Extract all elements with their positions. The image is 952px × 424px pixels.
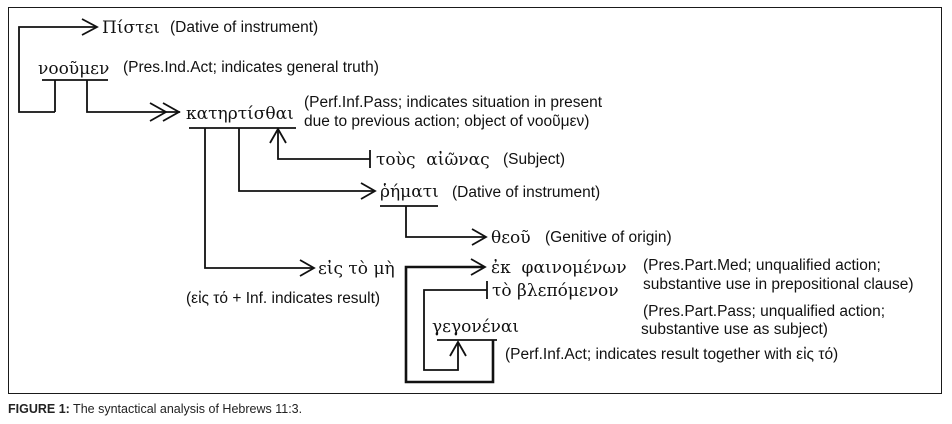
note-nooumen: (Pres.Ind.Act; indicates general truth) — [123, 59, 379, 76]
figure-caption: FIGURE 1: The syntactical analysis of He… — [8, 402, 302, 416]
arrowhead-theou — [471, 228, 488, 246]
word-eis-to-me: εἰς τὸ μὴ — [318, 259, 395, 279]
note-katertisthai-line2: due to previous action; object of νοοῦμε… — [304, 113, 589, 130]
connector-subject — [277, 129, 370, 160]
note-to-blepomenon-line2: substantive use as subject) — [641, 321, 828, 338]
word-ek-phainomenon: ἐκ φαινομένων — [491, 258, 627, 278]
note-tous-aionas: (Subject) — [503, 151, 565, 168]
arrowhead-ek-phainomenon — [470, 258, 487, 276]
arrowhead-rhemati — [360, 182, 377, 200]
caption-text: The syntactical analysis of Hebrews 11:3… — [69, 402, 303, 416]
note-rhemati: (Dative of instrument) — [452, 184, 600, 201]
arrowhead-up-gegonenai — [449, 340, 467, 357]
word-rhemati: ῥήματι — [380, 182, 439, 202]
double-arrowhead-katertisthai — [149, 102, 181, 122]
connector-theou — [405, 206, 485, 238]
diagram-frame — [8, 7, 942, 394]
arrowhead-eis-to-me — [299, 259, 316, 277]
word-gegonenai: γεγονέναι — [432, 317, 519, 337]
note-ek-phainomenon-line1: (Pres.Part.Med; unqualified action; — [643, 257, 881, 274]
note-pistei: (Dative of instrument) — [170, 19, 318, 36]
word-pistei: Πίστει — [102, 18, 160, 38]
note-theou: (Genitive of origin) — [545, 229, 672, 246]
arrowhead-up-katertisthai — [269, 127, 287, 144]
note-eis-to-me: (εἰς τό + Inf. indicates result) — [186, 290, 380, 307]
word-to-blepomenon: τὸ βλεπόμενον — [492, 281, 619, 301]
note-katertisthai-line1: (Perf.Inf.Pass; indicates situation in p… — [304, 94, 603, 111]
note-ek-phainomenon-line2: substantive use in prepositional clause) — [643, 276, 914, 293]
connector-eis-to-me — [204, 128, 313, 269]
connector-to-blepomenon — [423, 289, 487, 371]
caption-label: FIGURE 1: — [8, 402, 70, 416]
note-to-blepomenon-line1: (Pres.Part.Pass; unqualified action; — [643, 303, 885, 320]
arrowhead-pistei — [81, 18, 99, 36]
word-nooumen: νοοῦμεν — [38, 59, 109, 79]
connector-katertisthai — [86, 80, 180, 113]
connector-ek-phainomenon — [404, 265, 495, 384]
connector-rhemati — [238, 128, 374, 192]
note-gegonenai: (Perf.Inf.Act; indicates result together… — [505, 346, 838, 363]
connector-pistei — [18, 26, 97, 113]
word-theou: θεοῦ — [491, 228, 531, 248]
word-tous-aionas: τοὺς αἰῶνας — [376, 150, 490, 170]
word-katertisthai: κατηρτίσθαι — [186, 104, 294, 124]
